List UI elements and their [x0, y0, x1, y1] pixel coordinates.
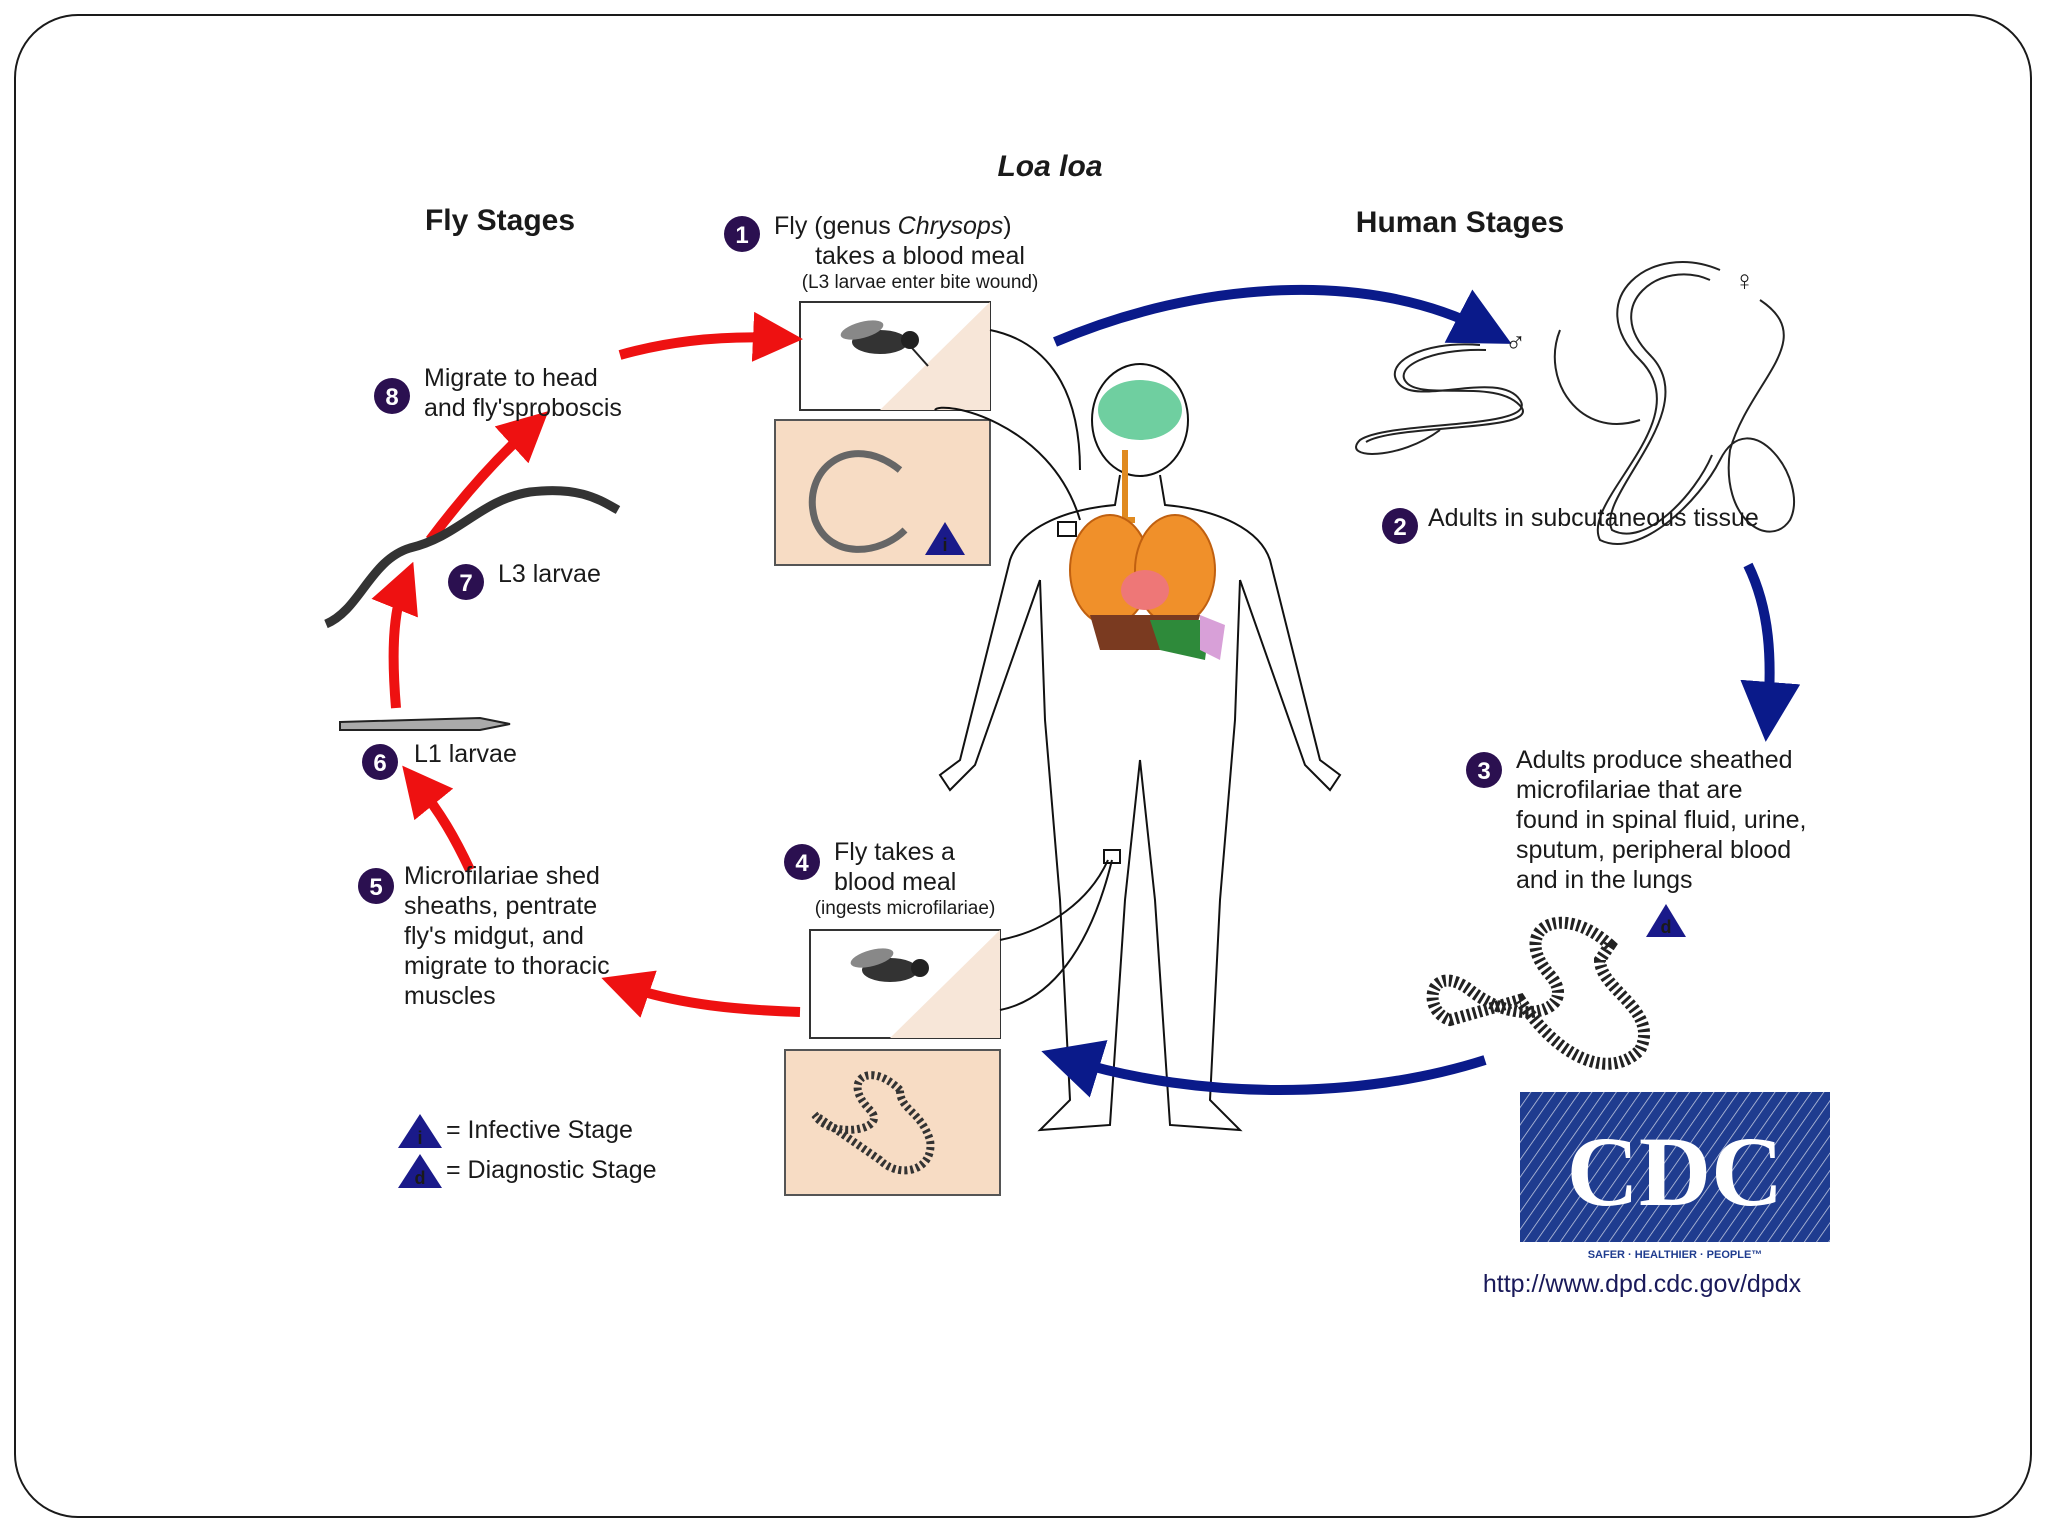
step-2-label: Adults in subcutaneous tissue	[1428, 504, 1759, 532]
step-4-line-3: (ingests microfilariae)	[815, 898, 996, 919]
arrow-to-step-1	[618, 311, 803, 362]
step-7-label: L3 larvae	[498, 560, 601, 588]
arrow-to-step-6	[402, 765, 475, 873]
infective-letter: i	[942, 535, 947, 555]
cdc-logo-text: CDC	[1567, 1116, 1784, 1227]
brain-icon	[1098, 380, 1182, 440]
diagnostic-stage-icon	[1646, 904, 1686, 937]
step-8-line-2: and fly'sproboscis	[424, 394, 622, 422]
step-1-pre: Fly (genus	[774, 212, 898, 240]
step-number: 4	[795, 850, 809, 877]
human-body-illustration	[938, 363, 1342, 1132]
l3-larva-icon	[808, 450, 908, 553]
legend-letter: i	[417, 1128, 422, 1148]
step-5-line: migrate to thoracic	[404, 952, 610, 980]
step-3-line: microfilariae that are	[1516, 776, 1742, 804]
arrow-to-step-7	[371, 561, 418, 709]
step-number: 8	[385, 384, 398, 411]
diagnostic-letter: d	[1661, 917, 1672, 937]
step-number: 3	[1477, 758, 1490, 785]
step-number: 5	[369, 874, 382, 901]
cdc-logo: CDC SAFER · HEALTHIER · PEOPLE™	[1520, 1092, 1830, 1261]
step-badge	[724, 216, 760, 252]
step-3-line: found in spinal fluid, urine,	[1516, 806, 1806, 834]
step-number: 1	[735, 222, 748, 249]
legend-diagnostic-label: = Diagnostic Stage	[446, 1156, 657, 1184]
infective-stage-icon	[925, 522, 965, 555]
step-1-line-1: Fly (genus Chrysops)	[774, 212, 1012, 240]
male-symbol: ♂	[1505, 327, 1526, 358]
step-number: 7	[459, 570, 472, 597]
step-4: 4 Fly takes a blood meal (ingests microf…	[784, 838, 995, 919]
step-number: 2	[1393, 514, 1406, 541]
arrow-to-step-5	[601, 970, 801, 1018]
fly-icon	[840, 320, 929, 367]
arrow-to-step-4	[1041, 1040, 1487, 1098]
step-8: 8 Migrate to head and fly'sproboscis	[374, 364, 622, 422]
legend-letter: d	[415, 1168, 426, 1188]
step-1-line-3: (L3 larvae enter bite wound)	[802, 272, 1039, 293]
step-1-line-2: takes a blood meal	[815, 242, 1025, 270]
fly-stage-arrows	[371, 311, 803, 1018]
step-5-line: Microfilariae shed	[404, 862, 600, 890]
human-stages-heading: Human Stages	[1356, 206, 1564, 239]
step-3: 3 Adults produce sheathed microfilariae …	[1466, 746, 1806, 937]
fly-feeding-panel-top: i	[774, 301, 1081, 566]
fly-feeding-panel-bottom	[784, 859, 1113, 1196]
female-symbol: ♀	[1734, 265, 1755, 296]
heart-icon	[1121, 570, 1169, 610]
step-3-line: sputum, peripheral blood	[1516, 836, 1791, 864]
step-6: 6 L1 larvae	[362, 740, 517, 780]
step-5-line: sheaths, pentrate	[404, 892, 597, 920]
fly-stages-heading: Fly Stages	[425, 204, 575, 237]
step-number: 6	[373, 750, 386, 777]
l3-larva-icon	[324, 486, 621, 629]
step-4-line-2: blood meal	[834, 868, 956, 896]
arrow-to-human-stages	[1053, 284, 1512, 347]
diagnostic-stage-icon	[398, 1154, 442, 1188]
diagram-title: Loa loa	[997, 150, 1102, 183]
step-1: 1 Fly (genus Chrysops) takes a blood mea…	[724, 212, 1038, 293]
step-5-line: muscles	[404, 982, 496, 1010]
step-3-line: Adults produce sheathed	[1516, 746, 1793, 774]
step-1-post: )	[1003, 212, 1011, 240]
step-1-genus: Chrysops	[898, 212, 1004, 240]
legend: i = Infective Stage d = Diagnostic Stage	[398, 1114, 657, 1188]
arrow-to-step-3	[1740, 562, 1801, 742]
step-5-line: fly's midgut, and	[404, 922, 584, 950]
step-8-line-1: Migrate to head	[424, 364, 598, 392]
infective-stage-icon	[398, 1114, 442, 1148]
sheathed-microfilaria-icon	[1426, 916, 1650, 1070]
step-6-label: L1 larvae	[414, 740, 517, 768]
arrow-to-step-8	[426, 411, 549, 544]
l1-larva-icon	[339, 716, 511, 731]
cdc-tagline: SAFER · HEALTHIER · PEOPLE™	[1588, 1249, 1763, 1261]
step-3-line: and in the lungs	[1516, 866, 1693, 894]
step-2: 2 Adults in subcutaneous tissue	[1382, 504, 1759, 544]
step-5: 5 Microfilariae shed sheaths, pentrate f…	[358, 862, 610, 1010]
cdc-url: http://www.dpd.cdc.gov/dpdx	[1483, 1270, 1802, 1298]
step-7: 7 L3 larvae	[448, 560, 601, 600]
legend-infective-label: = Infective Stage	[446, 1116, 633, 1144]
step-4-line-1: Fly takes a	[834, 838, 955, 866]
slide-frame	[14, 14, 2032, 1518]
adult-worms-illustration: ♂ ♀	[1355, 261, 1795, 545]
microfilaria-icon	[811, 1071, 935, 1175]
